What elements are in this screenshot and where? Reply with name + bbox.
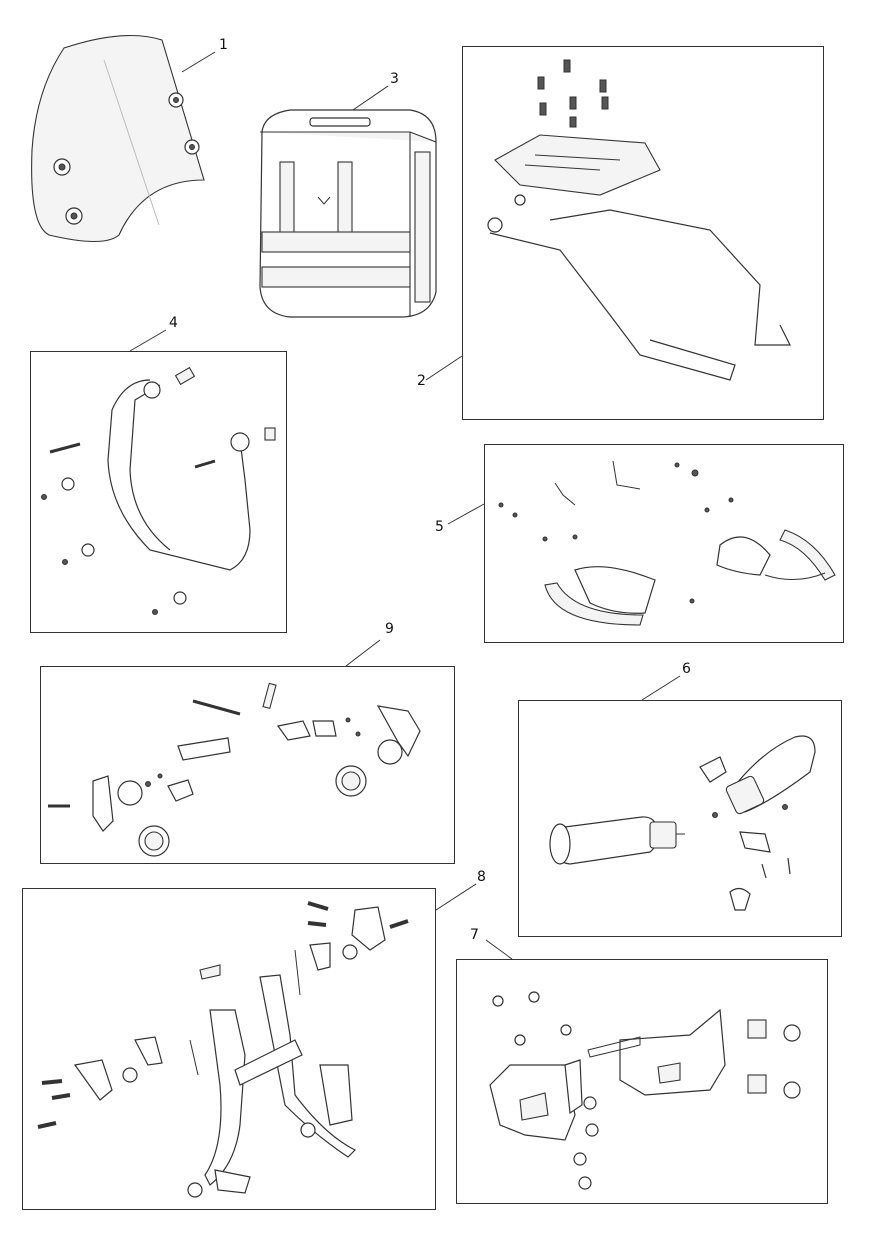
callout-7: 7 <box>470 927 479 943</box>
panel-auxiliary-lights <box>40 666 455 864</box>
callout-1: 1 <box>219 37 228 53</box>
callout-4: 4 <box>169 315 178 331</box>
luggage-rack-illustration <box>487 59 791 381</box>
pannier-bag-illustration <box>259 109 437 318</box>
windscreen-illustration <box>31 34 205 242</box>
panel-hand-guards <box>484 444 844 643</box>
centre-stand-illustration <box>37 901 409 1198</box>
hand-guards-illustration <box>498 460 836 626</box>
mounting-bracket-illustration <box>489 991 801 1190</box>
panel-heated-grips <box>518 700 842 937</box>
engine-guard-illustration <box>41 366 276 615</box>
auxiliary-lights-illustration <box>48 682 421 857</box>
callout-8: 8 <box>477 869 486 885</box>
callout-3: 3 <box>390 71 399 87</box>
callout-2: 2 <box>417 373 426 389</box>
callout-6: 6 <box>682 661 691 677</box>
callout-9: 9 <box>385 621 394 637</box>
callout-5: 5 <box>435 519 444 535</box>
heated-grips-illustration <box>549 735 816 911</box>
